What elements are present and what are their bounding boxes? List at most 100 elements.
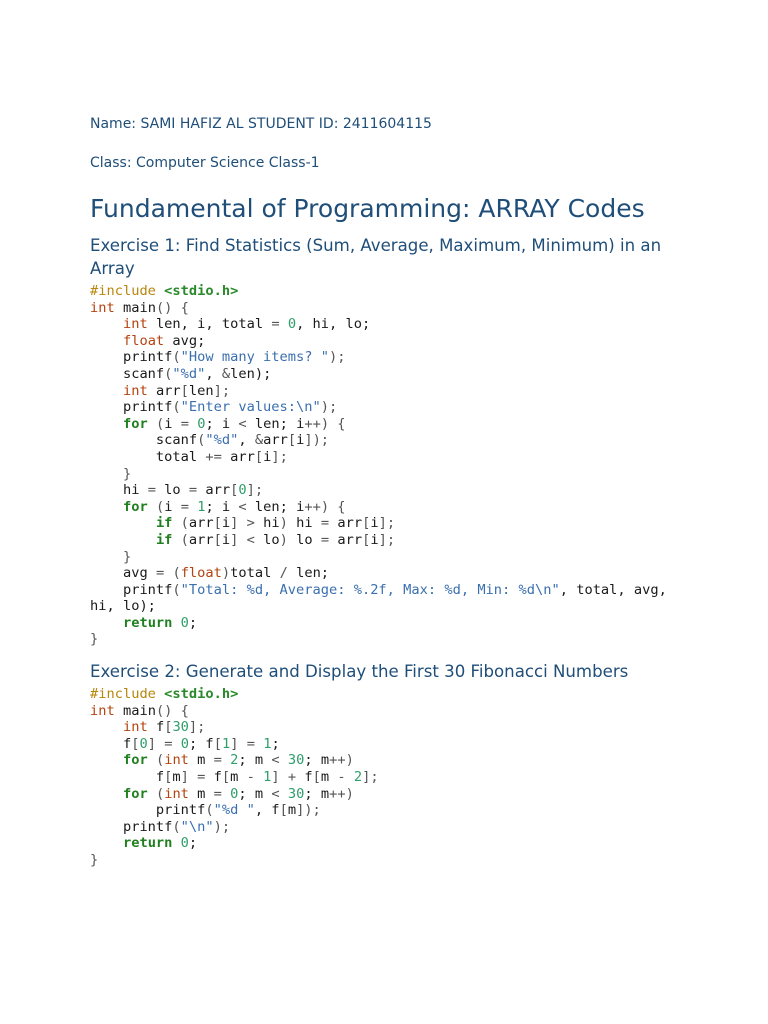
code-token: printf: [90, 818, 173, 835]
code-token: ]: [230, 735, 239, 752]
code-token: [90, 515, 156, 531]
code-token: arr: [188, 531, 214, 548]
code-token: [172, 515, 180, 531]
code-token: =: [213, 752, 222, 769]
code-token: (: [172, 565, 181, 582]
code-line: if (arr[i] > hi) hi = arr[i];: [90, 515, 667, 532]
code-line: for (i = 0; i < len; i++) {: [90, 416, 667, 433]
code-token: [172, 835, 180, 851]
code-line: f[0] = 0; f[1] = 1;: [90, 736, 379, 753]
code-token: (: [197, 432, 206, 449]
code-token: [90, 532, 156, 548]
code-token: ];: [378, 531, 396, 548]
code-token: }: [90, 851, 99, 868]
code-token: i: [370, 515, 379, 532]
code-token: (: [172, 399, 181, 416]
code-token: ;: [188, 614, 198, 631]
code-token: hi: [90, 482, 148, 499]
code-token: m: [320, 768, 338, 785]
code-token: [: [312, 768, 321, 785]
code-token: ]: [230, 531, 239, 548]
code-token: arr: [329, 515, 363, 532]
code-token: ; f: [188, 735, 214, 752]
code-token: ;: [271, 735, 280, 752]
code-token: , total, avg,: [559, 581, 667, 598]
code-token: ; m: [238, 752, 272, 769]
code-token: main: [114, 702, 156, 719]
code-line: if (arr[i] < lo) lo = arr[i];: [90, 532, 667, 549]
code-token: ++): [329, 785, 354, 802]
code-token: &: [254, 432, 264, 449]
code-token: 1: [197, 498, 206, 515]
code-token: len; i: [246, 415, 305, 432]
code-token: [: [230, 482, 239, 499]
code-token: (: [155, 785, 165, 802]
code-token: [: [164, 768, 173, 785]
code-token: () {: [155, 702, 189, 719]
code-token: (: [155, 415, 165, 432]
code-token: hi, lo);: [90, 598, 156, 615]
code-token: [: [131, 735, 140, 752]
code-line: printf("%d ", f[m]);: [90, 802, 379, 819]
code-token: [: [180, 382, 189, 399]
code-token: [172, 532, 180, 548]
code-token: =: [246, 735, 255, 752]
code-token: [148, 752, 156, 768]
code-token: [: [164, 719, 173, 736]
code-token: arr: [263, 432, 288, 449]
code-token: (: [205, 802, 214, 819]
code-token: 2: [353, 768, 363, 785]
code-token: ++) {: [304, 415, 346, 432]
code-token: );: [213, 818, 231, 835]
code-token: 0: [287, 316, 297, 333]
code-token: i: [221, 531, 231, 548]
code-token: f: [90, 768, 165, 785]
code-token: =: [188, 482, 198, 499]
code-token: int: [122, 382, 148, 399]
code-token: [90, 719, 123, 735]
code-token: ; m: [304, 785, 330, 802]
code-token: [148, 499, 156, 515]
code-token: ;: [188, 835, 198, 852]
code-line: avg = (float)total / len;: [90, 565, 667, 582]
code-token: "%d": [205, 432, 239, 449]
code-token: =: [164, 735, 173, 752]
code-token: for: [122, 415, 148, 432]
code-token: <: [238, 415, 247, 432]
code-token: "How many items? ": [180, 349, 329, 366]
code-token: 30: [172, 719, 189, 736]
code-line: total += arr[i];: [90, 449, 667, 466]
code-token: <: [238, 498, 247, 515]
code-token: "Enter values:\n": [180, 399, 321, 416]
code-token: arr: [188, 515, 214, 532]
code-token: printf: [90, 581, 173, 598]
code-token: [255, 769, 263, 785]
code-token: int: [90, 702, 115, 719]
code-token: "\n": [180, 818, 214, 835]
code-token: arr: [197, 482, 231, 499]
code-token: [222, 786, 230, 802]
code-token: }: [90, 465, 132, 482]
class-line: Class: Computer Science Class-1: [90, 155, 320, 171]
code-token: ]: [271, 768, 280, 785]
code-token: ]: [147, 735, 156, 752]
code-token: [: [362, 515, 371, 532]
code-token: [: [254, 448, 264, 465]
code-token: printf: [90, 802, 206, 819]
code-token: 1: [221, 735, 231, 752]
code-token: -: [246, 768, 255, 785]
code-token: [238, 515, 246, 531]
code-token: avg: [90, 565, 156, 582]
code-token: if: [155, 531, 173, 548]
code-token: 0: [180, 614, 189, 631]
code-line: scanf("%d", &arr[i]);: [90, 432, 667, 449]
code-token: (: [172, 349, 181, 366]
code-token: 1: [263, 735, 272, 752]
code-line: float avg;: [90, 333, 667, 350]
code-token: [: [362, 531, 371, 548]
code-token: ,: [205, 365, 222, 382]
code-token: len);: [230, 365, 272, 382]
code-token: 30: [287, 752, 305, 769]
code-token: hi: [287, 515, 321, 532]
code-token: ]: [180, 768, 189, 785]
